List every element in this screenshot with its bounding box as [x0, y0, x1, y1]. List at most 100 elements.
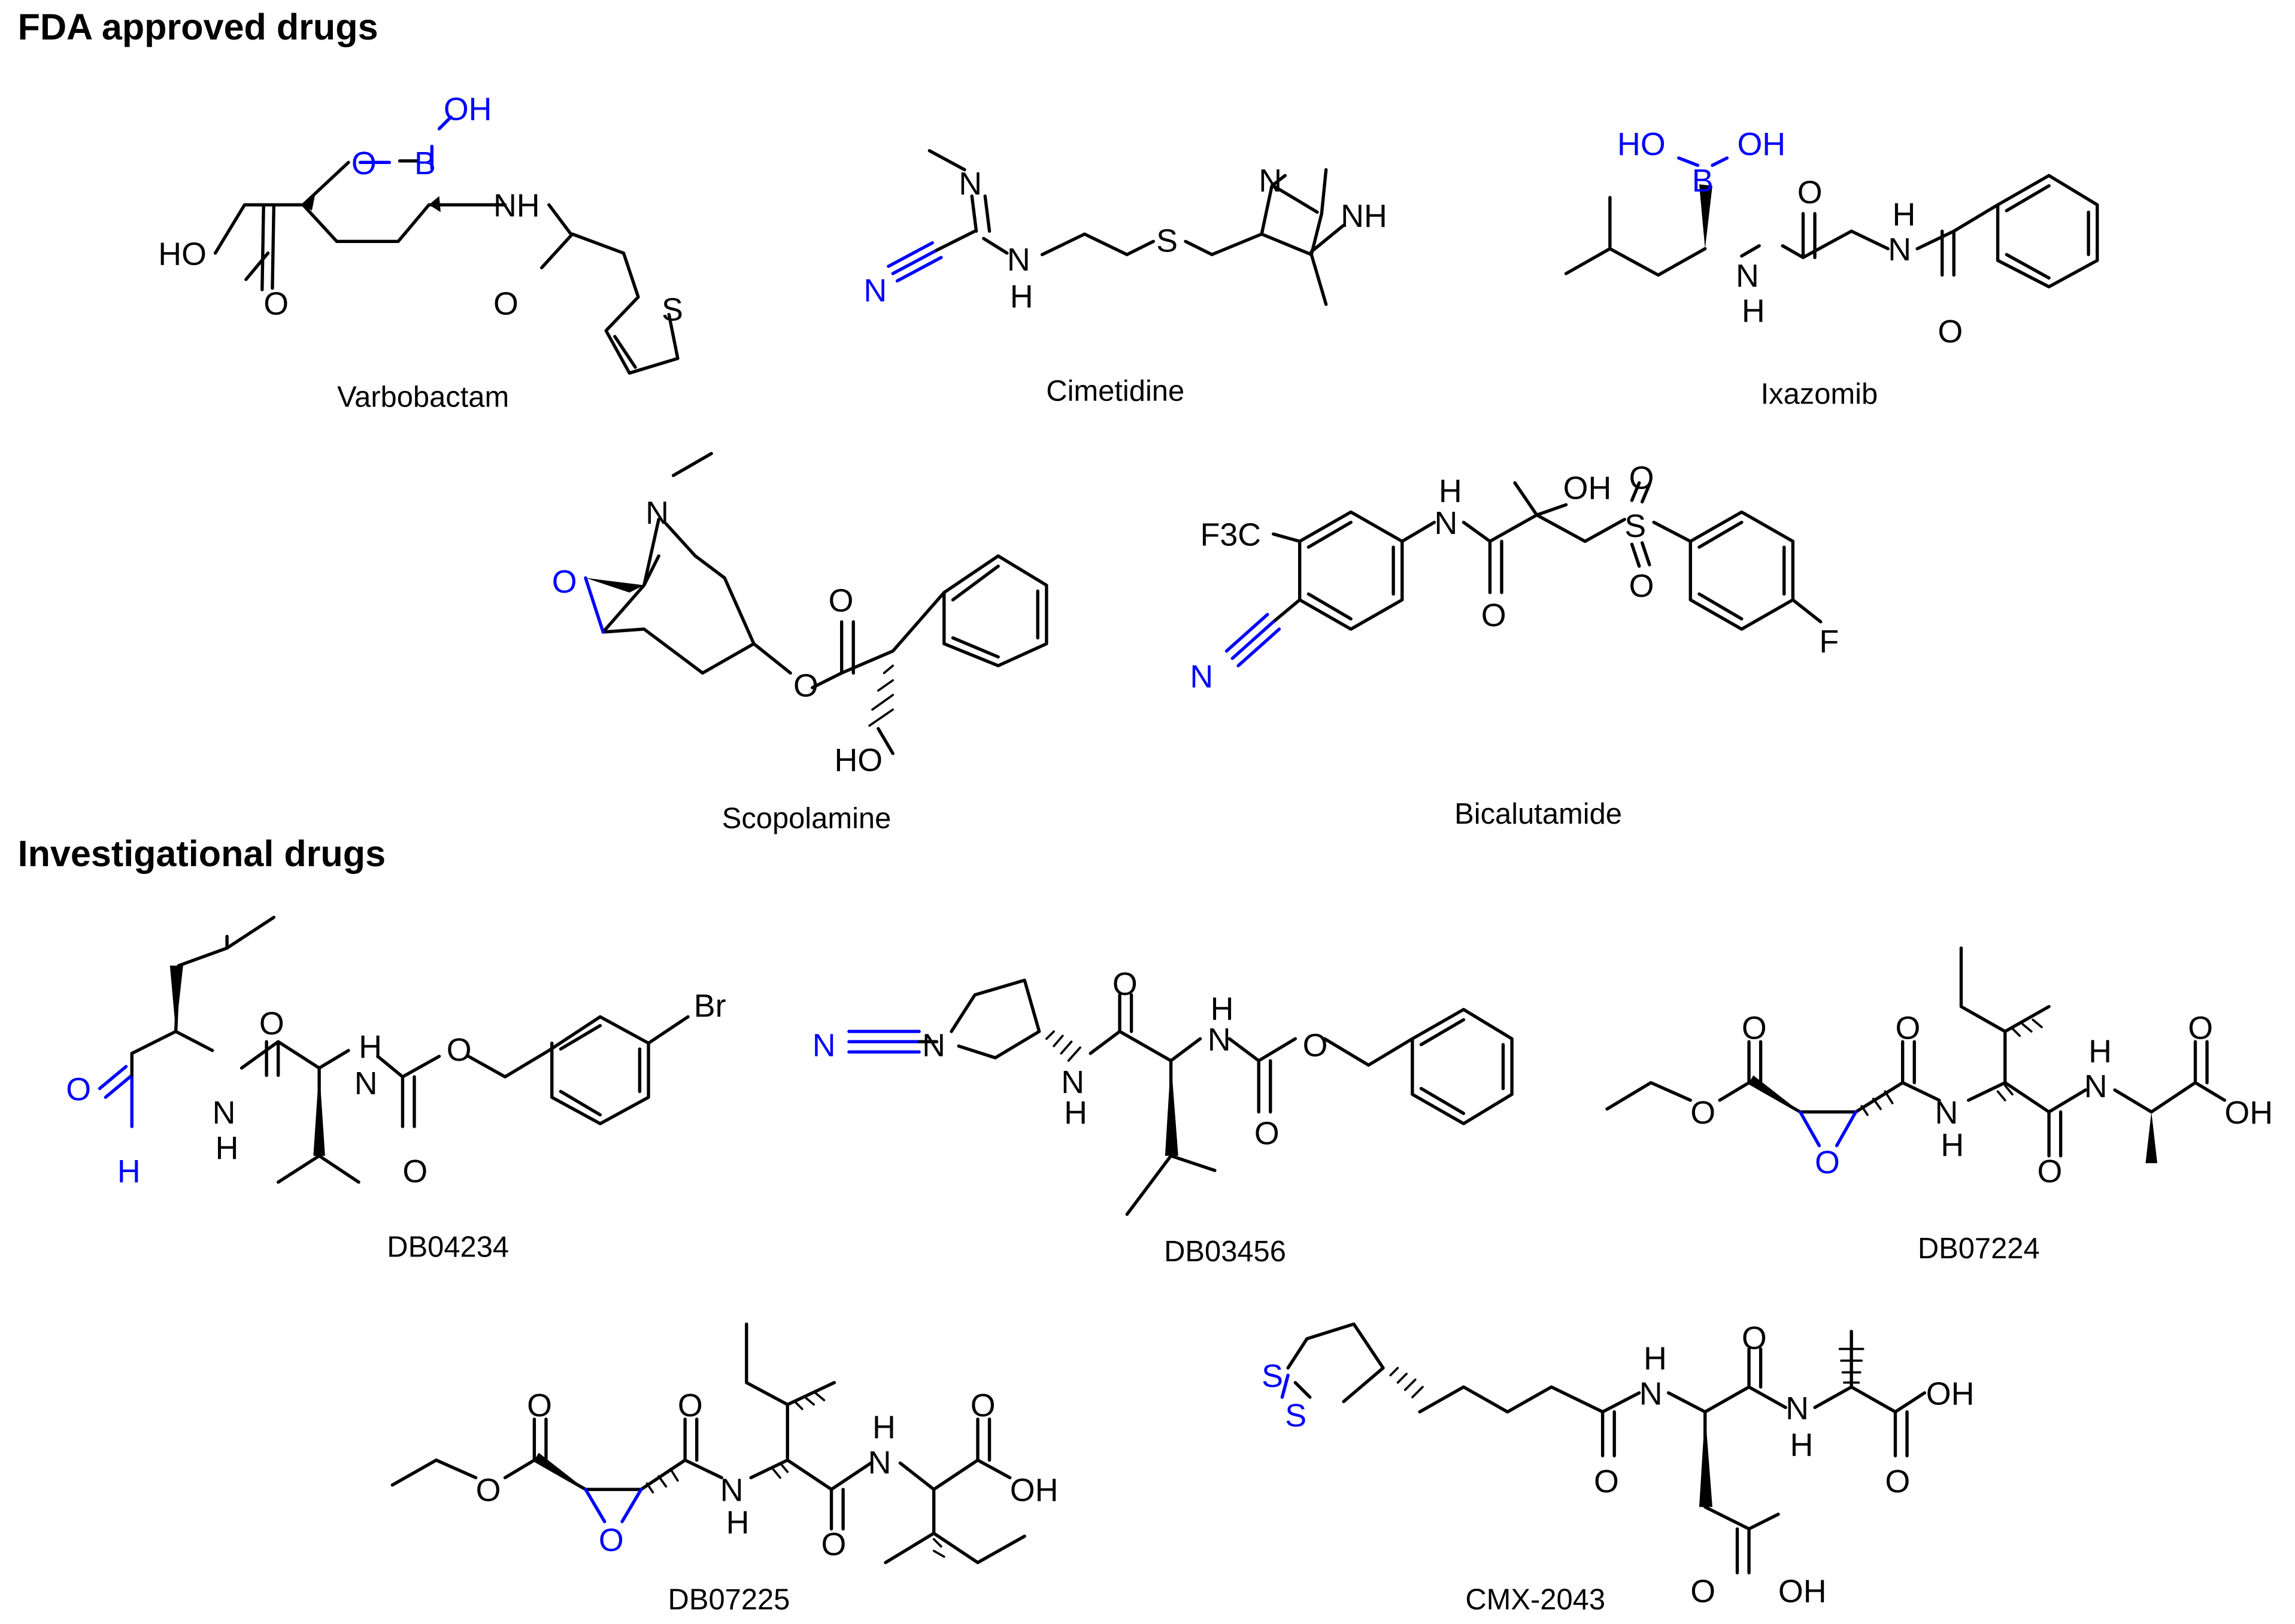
atom-so-o1: O: [1629, 460, 1654, 496]
atom-amide-o: O: [1481, 597, 1506, 633]
atom-n: N: [645, 495, 669, 531]
atom-h2: H: [1893, 196, 1916, 232]
atom-n: N: [1435, 505, 1458, 541]
atom-h2: H: [1790, 1427, 1813, 1463]
atom-n1: N: [1935, 1095, 1958, 1131]
caption-db07225-label: DB07225: [668, 1584, 790, 1616]
atom-acid-o: O: [2188, 1010, 2213, 1046]
atom-h2: H: [2088, 1033, 2112, 1069]
caption-ixazomib: Ixazomib: [1761, 378, 1878, 411]
caption-cimetidine: Cimetidine: [1046, 375, 1184, 408]
atom-acid-o: O: [263, 286, 289, 321]
molecule-db07225: O O O O N H O N H O OH: [390, 1322, 1059, 1565]
caption-cmx-2043: CMX-2043: [1465, 1584, 1605, 1616]
atom-h1: H: [726, 1504, 750, 1540]
molecule-varbobactam: OH O B NH HO O O S Varbobactam: [158, 91, 683, 413]
molecule-db03456: N N N H O N H O O DB03456: [813, 966, 1514, 1268]
atom-h1: H: [1941, 1127, 1964, 1163]
atom-epoxide-o: O: [1815, 1145, 1840, 1180]
atom-n-nitrile: N: [1190, 659, 1213, 695]
caption-db04234: DB04234: [387, 1231, 509, 1264]
atom-n-pyrrolidine: N: [922, 1028, 945, 1064]
atom-ester-o: O: [793, 667, 818, 703]
atom-f: F: [1819, 624, 1839, 660]
atom-amide-o: O: [493, 286, 519, 321]
caption-bicalutamide: Bicalutamide: [1454, 798, 1622, 830]
atom-s: S: [1156, 223, 1178, 259]
atom-b: B: [1692, 163, 1714, 199]
caption-scopolamine: Scopolamine: [722, 802, 892, 834]
atom-nh: N: [1007, 242, 1030, 278]
atom-oh: OH: [1737, 126, 1785, 162]
atom-n1: N: [1639, 1376, 1663, 1411]
atom-s: S: [1624, 508, 1646, 544]
molecule-bicalutamide: F3C N N H OH O S O O F Bicalutamide: [1190, 460, 1839, 830]
atom-s1: S: [1262, 1358, 1283, 1394]
atom-o1: O: [1797, 175, 1823, 211]
atom-n2: N: [1888, 232, 1911, 268]
atom-ho: HO: [1617, 126, 1666, 162]
atom-o2: O: [402, 1154, 428, 1189]
atom-amide-o1: O: [678, 1388, 703, 1423]
investigational-section-title: Investigational drugs: [18, 833, 386, 874]
molecule-cimetidine: N N N H S N NH Cimetidine: [863, 149, 1387, 408]
atom-amide-o2: O: [821, 1526, 846, 1562]
atom-n2: N: [868, 1444, 892, 1480]
molecule-db04234: O H N H O N H O O Br DB04234: [66, 915, 726, 1264]
atom-ester-co: O: [527, 1388, 552, 1423]
atom-n2: N: [1785, 1391, 1809, 1426]
atom-h1: H: [1644, 1341, 1667, 1377]
atom-oh: OH: [1010, 1473, 1059, 1508]
atom-o3: O: [447, 1032, 472, 1068]
atom-n2: N: [354, 1066, 378, 1101]
atom-oh: OH: [444, 91, 492, 127]
atom-o2: O: [1254, 1115, 1280, 1151]
atom-aldehyde-o: O: [66, 1071, 91, 1107]
atom-n1: N: [213, 1095, 236, 1131]
atom-epoxide-o: O: [552, 564, 577, 600]
atom-o2: O: [1938, 314, 1963, 350]
atom-h: H: [1439, 473, 1462, 509]
atom-amide-o1: O: [1895, 1010, 1920, 1046]
atom-h1: H: [216, 1130, 239, 1166]
atom-h2: H: [1211, 991, 1234, 1027]
atom-o: O: [351, 145, 377, 181]
atom-n-ring: N: [1259, 163, 1282, 199]
caption-db03456: DB03456: [1164, 1236, 1286, 1268]
atom-n2: N: [1208, 1022, 1231, 1058]
atom-ester-co: O: [1742, 1010, 1767, 1046]
atom-o1: O: [259, 1006, 284, 1042]
atom-ester-o: O: [476, 1473, 501, 1508]
atom-n1: N: [1736, 258, 1759, 294]
atom-s: S: [662, 292, 683, 327]
atom-epoxide-o: O: [599, 1522, 624, 1558]
atom-amide-o2: O: [2038, 1154, 2063, 1189]
atom-br: Br: [694, 988, 726, 1024]
atom-oh1: OH: [1926, 1376, 1975, 1411]
molecule-scopolamine: N O O O HO Scopolamine: [552, 451, 1048, 834]
atom-n1: N: [720, 1473, 744, 1508]
atom-aldehyde-h: H: [117, 1154, 141, 1189]
atom-n-nitrile: N: [863, 272, 887, 308]
atom-ho: HO: [834, 742, 883, 778]
molecule-db07224: O O O O N H O N H O OH DB07224: [1605, 946, 2273, 1265]
atom-o3: O: [1303, 1028, 1328, 1064]
atom-nh-ring: NH: [1341, 198, 1387, 234]
molecule-ixazomib: HO OH B N H O N H O Ixazomib: [1564, 126, 2099, 411]
atom-n-nitrile: N: [813, 1028, 836, 1064]
atom-oh: OH: [1563, 470, 1612, 506]
atom-h1: H: [1742, 293, 1765, 329]
atom-n1: N: [959, 166, 982, 202]
atom-acid-o: O: [971, 1388, 996, 1423]
fda-section-title: FDA approved drugs: [18, 7, 378, 47]
atom-oh: OH: [2224, 1095, 2273, 1131]
atom-acid-o2: O: [1690, 1573, 1715, 1609]
atom-b: B: [414, 145, 436, 181]
atom-n1: N: [1061, 1064, 1084, 1100]
atom-s2: S: [1285, 1398, 1306, 1434]
atom-amide-o1: O: [1594, 1464, 1619, 1499]
atom-h: H: [1010, 278, 1033, 314]
atom-so-o2: O: [1629, 568, 1654, 604]
atom-acid-o1: O: [1885, 1464, 1910, 1499]
